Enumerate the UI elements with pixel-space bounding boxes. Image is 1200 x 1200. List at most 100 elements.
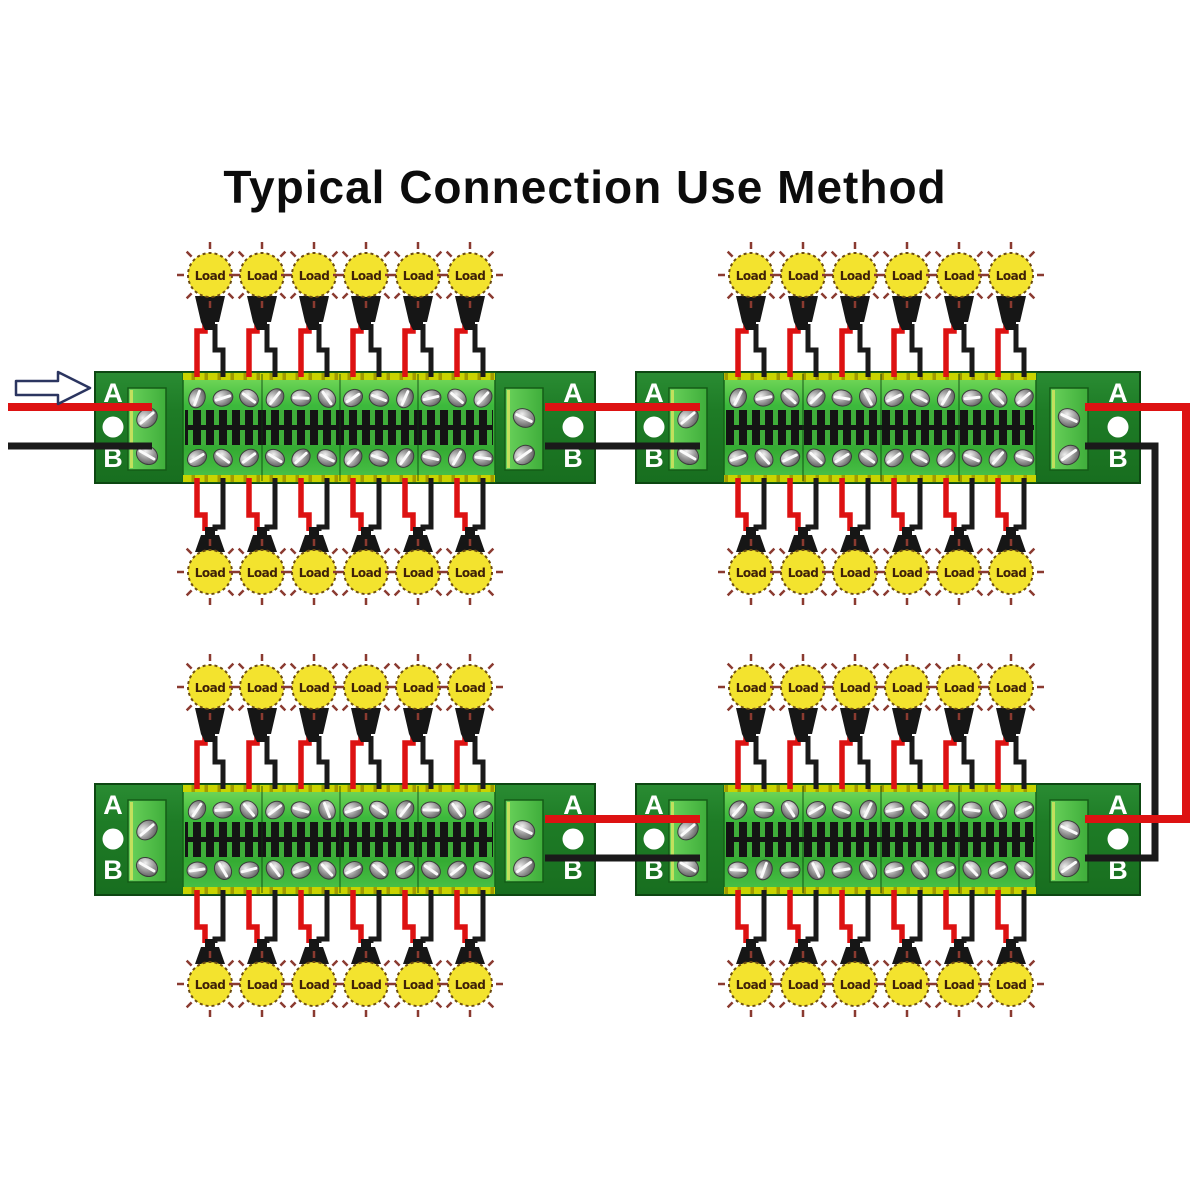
load-unit: Load	[978, 242, 1044, 377]
load-plug-icon	[996, 708, 1026, 742]
load-unit: Load	[229, 478, 295, 605]
load-label: Load	[996, 269, 1027, 283]
load-unit: Load	[281, 478, 347, 605]
screw-icon	[884, 448, 904, 468]
load-unit: Load	[718, 478, 784, 605]
load-wire-black	[1013, 478, 1027, 531]
load-label: Load	[403, 681, 434, 695]
load-sun-icon: Load	[822, 654, 888, 720]
mounting-hole	[102, 828, 124, 850]
terminal-block-2pos	[127, 387, 167, 471]
strip-seam	[880, 786, 882, 893]
load-wire-red	[943, 478, 957, 531]
load-sun-icon: Load	[874, 242, 940, 308]
load-sun-icon: Load	[437, 539, 503, 605]
strip-edge-bottom	[724, 475, 1036, 482]
load-unit: Load	[770, 478, 836, 605]
load-plug-icon	[455, 296, 485, 330]
port-label-b: B	[1108, 443, 1128, 473]
screw-icon	[290, 389, 312, 407]
screw-icon	[909, 389, 931, 407]
load-wire-red	[891, 324, 905, 377]
screw-icon	[513, 856, 535, 878]
link-wire-black	[1085, 442, 1159, 862]
load-wire-black	[1013, 890, 1027, 943]
load-sun-icon: Load	[437, 951, 503, 1017]
load-unit: Load	[281, 890, 347, 1017]
load-plug-icon	[403, 296, 433, 330]
screw-icon	[513, 444, 535, 466]
terminal-block-2pos	[668, 387, 708, 471]
load-wire-black	[316, 478, 330, 531]
load-unit: Load	[385, 890, 451, 1017]
load-unit: Load	[978, 890, 1044, 1017]
screw-icon	[883, 861, 905, 879]
screw-icon	[883, 801, 905, 819]
load-wire-black	[472, 478, 486, 531]
load-sun-icon: Load	[718, 242, 784, 308]
load-label: Load	[455, 978, 486, 992]
load-plug-icon	[944, 708, 974, 742]
load-wire-red	[839, 324, 853, 377]
load-wire-red	[454, 478, 468, 531]
screw-icon	[806, 388, 826, 408]
load-plug-icon	[351, 296, 381, 330]
screw-icon	[473, 388, 493, 408]
load-wire-red	[735, 478, 749, 531]
load-sun-icon: Load	[978, 951, 1044, 1017]
port-label-a: A	[644, 790, 664, 820]
load-wire-red	[995, 736, 1009, 789]
load-sun-icon: Load	[437, 242, 503, 308]
load-sun-icon: Load	[385, 654, 451, 720]
screw-icon	[780, 388, 800, 408]
screw-icon	[936, 387, 956, 409]
strip-edge-top	[183, 373, 495, 380]
screw-icon	[136, 819, 158, 841]
load-wire-red	[402, 324, 416, 377]
load-wire-red	[246, 324, 260, 377]
screw-icon	[396, 387, 414, 409]
screw-icon	[136, 407, 158, 429]
load-wire-black	[857, 890, 871, 943]
screw-icon	[727, 861, 749, 879]
load-wire-red	[891, 890, 905, 943]
load-label: Load	[944, 681, 975, 695]
load-wire-red	[943, 890, 957, 943]
load-unit: Load	[385, 242, 451, 377]
screw-icon	[910, 860, 930, 880]
load-label: Load	[892, 566, 923, 580]
load-unit: Load	[229, 890, 295, 1017]
load-plug-icon	[403, 708, 433, 742]
load-unit: Load	[770, 890, 836, 1017]
screw-icon	[316, 449, 338, 467]
load-sun-icon: Load	[177, 654, 243, 720]
load-unit: Load	[333, 890, 399, 1017]
terminal-block-2pos	[1049, 387, 1089, 471]
screw-icon	[936, 448, 956, 468]
load-sun-icon: Load	[281, 242, 347, 308]
load-wire-black	[264, 324, 278, 377]
load-wire-red	[943, 324, 957, 377]
load-wire-black	[909, 324, 923, 377]
load-unit: Load	[822, 654, 888, 789]
load-wire-red	[943, 736, 957, 789]
screw-icon	[238, 861, 260, 879]
load-wire-red	[787, 736, 801, 789]
load-label: Load	[944, 566, 975, 580]
load-unit: Load	[718, 242, 784, 377]
load-unit: Load	[385, 654, 451, 789]
load-wire-black	[316, 324, 330, 377]
load-label: Load	[996, 681, 1027, 695]
load-sun-icon: Load	[978, 539, 1044, 605]
load-wire-red	[194, 736, 208, 789]
load-label: Load	[455, 269, 486, 283]
screw-icon	[186, 448, 208, 468]
load-unit: Load	[874, 890, 940, 1017]
load-label: Load	[788, 978, 819, 992]
load-label: Load	[299, 978, 330, 992]
load-label: Load	[788, 269, 819, 283]
load-label: Load	[455, 681, 486, 695]
load-wire-black	[961, 736, 975, 789]
load-wire-black	[212, 890, 226, 943]
